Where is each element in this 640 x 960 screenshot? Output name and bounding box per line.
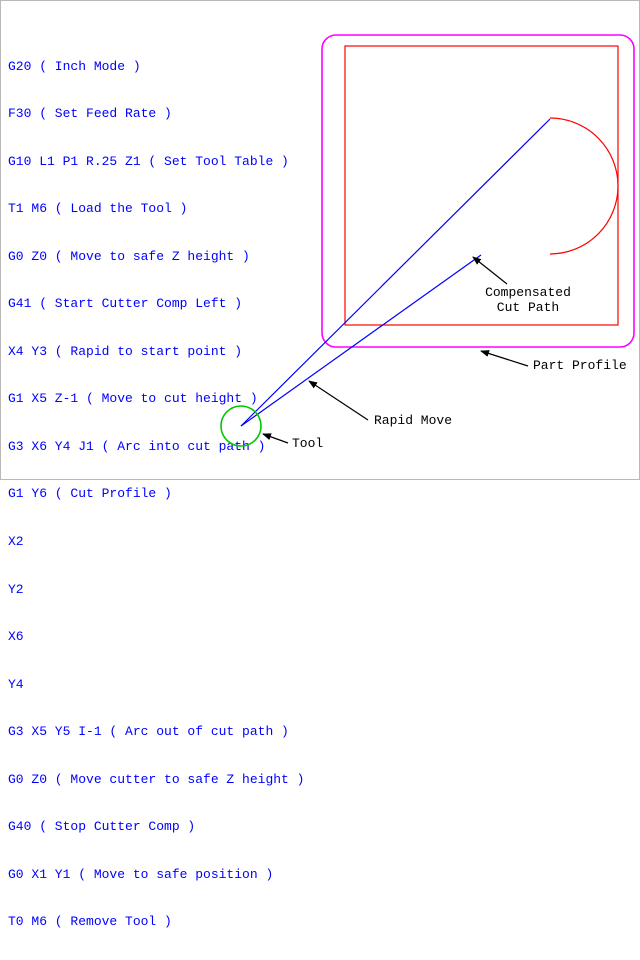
cut-path-square (344, 45, 619, 326)
rapid-move-line-lower (240, 254, 482, 427)
gcode-line: G1 X5 Z-1 ( Move to cut height ) (8, 391, 258, 407)
gcode-line: G3 X6 Y4 J1 ( Arc into cut path ) (8, 438, 266, 454)
gcode-line: G20 ( Inch Mode ) (8, 58, 141, 74)
gcode-line: T0 M6 ( Remove Tool ) (8, 914, 172, 930)
gcode-line: G0 Z0 ( Move to safe Z height ) (8, 248, 250, 264)
part-profile-outline (321, 34, 635, 348)
gcode-line: X4 Y3 ( Rapid to start point ) (8, 343, 243, 359)
gcode-line: Y4 (8, 676, 24, 692)
gcode-line: Y2 (8, 581, 24, 597)
gcode-line: G41 ( Start Cutter Comp Left ) (8, 296, 243, 312)
compensated-cut-path-label-line1: Compensated (485, 285, 571, 300)
cut-path-lead-arc (549, 117, 619, 255)
gcode-line: G0 X1 Y1 ( Move to safe position ) (8, 866, 274, 882)
part-profile-label: Part Profile (533, 358, 627, 373)
compensated-cut-path-label-line2: Cut Path (497, 300, 559, 315)
rapid-move-arrow (308, 380, 369, 421)
gcode-line: T1 M6 ( Load the Tool ) (8, 201, 188, 217)
gcode-line: G3 X5 Y5 I-1 ( Arc out of cut path ) (8, 724, 289, 740)
gcode-line: G40 ( Stop Cutter Comp ) (8, 819, 196, 835)
gcode-line: F30 ( Set Feed Rate ) (8, 106, 172, 122)
tool-circle (220, 405, 262, 447)
toolpath-diagram: Compensated Cut Path Part Profile Rapid … (220, 34, 635, 451)
tool-arrow (262, 433, 289, 444)
part-profile-arrow (480, 350, 529, 367)
rapid-move-label: Rapid Move (374, 413, 452, 428)
tool-label: Tool (292, 436, 323, 451)
rapid-move-line-upper (240, 118, 551, 427)
gcode-line: X6 (8, 629, 24, 645)
gcode-line: G10 L1 P1 R.25 Z1 ( Set Tool Table ) (8, 153, 289, 169)
gcode-line: G1 Y6 ( Cut Profile ) (8, 486, 172, 502)
gcode-line: G0 Z0 ( Move cutter to safe Z height ) (8, 771, 305, 787)
gcode-line: X2 (8, 534, 24, 549)
compensated-cut-path-arrow (472, 256, 508, 285)
